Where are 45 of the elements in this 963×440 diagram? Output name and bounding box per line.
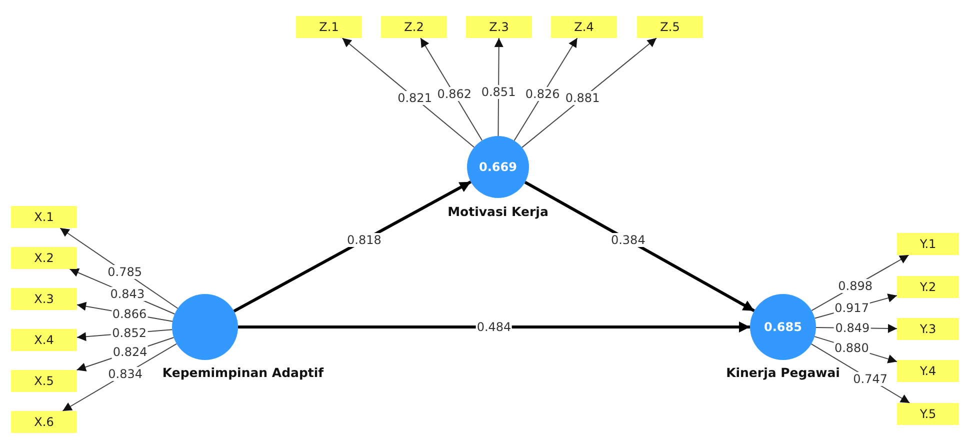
edge-label: 0.824 bbox=[112, 345, 148, 360]
edge-label: 0.917 bbox=[834, 301, 870, 316]
edge-label: 0.898 bbox=[837, 278, 874, 293]
edge-label: 0.866 bbox=[111, 306, 148, 321]
indicator-box: Y.1 bbox=[897, 233, 959, 255]
indicator-box: Y.5 bbox=[897, 403, 959, 425]
edge-label: 0.849 bbox=[834, 320, 871, 335]
edge-label: 0.747 bbox=[852, 372, 888, 386]
construct-name: Motivasi Kerja bbox=[448, 204, 548, 219]
edge-label: 0.821 bbox=[396, 91, 433, 106]
edge-label: 0.785 bbox=[106, 265, 143, 280]
construct-name: Kinerja Pegawai bbox=[726, 365, 840, 380]
edge-label: 0.843 bbox=[109, 286, 146, 301]
indicator-box: Y.2 bbox=[897, 276, 959, 298]
indicator-box: X.2 bbox=[11, 247, 77, 269]
indicator-box: X.5 bbox=[11, 370, 77, 392]
edge-label: 0.881 bbox=[564, 91, 601, 106]
arrow bbox=[342, 38, 475, 148]
edge-label: 0.818 bbox=[346, 233, 382, 248]
edge-label: 0.851 bbox=[480, 84, 517, 99]
r-squared-value: 0.669 bbox=[479, 160, 517, 174]
indicator-box: Y.4 bbox=[897, 360, 959, 382]
arrow bbox=[233, 180, 472, 312]
arrow bbox=[238, 322, 750, 332]
edge-label: 0.862 bbox=[436, 87, 473, 102]
edge-label: 0.384 bbox=[610, 233, 646, 248]
indicator-box: Z.3 bbox=[466, 16, 532, 38]
indicator-box: X.6 bbox=[11, 411, 77, 433]
indicator-box: Z.5 bbox=[637, 16, 703, 38]
indicator-box: X.1 bbox=[11, 206, 77, 228]
arrow bbox=[524, 180, 755, 312]
indicator-box: Z.4 bbox=[551, 16, 617, 38]
indicator-box: X.4 bbox=[11, 329, 77, 351]
edge-label: 0.484 bbox=[476, 320, 512, 334]
indicator-box: X.3 bbox=[11, 288, 77, 310]
indicator-box: Y.3 bbox=[897, 318, 959, 340]
edge-label: 0.852 bbox=[111, 326, 148, 340]
edge-label: 0.880 bbox=[833, 340, 870, 355]
indicator-box: Z.2 bbox=[381, 16, 447, 38]
construct-name: Kepemimpinan Adaptif bbox=[162, 365, 324, 380]
edge-label: 0.834 bbox=[107, 367, 144, 382]
arrow bbox=[522, 38, 657, 148]
indicator-box: Z.1 bbox=[296, 16, 362, 38]
r-squared-value: 0.685 bbox=[764, 320, 802, 334]
edge-label: 0.826 bbox=[524, 87, 561, 102]
